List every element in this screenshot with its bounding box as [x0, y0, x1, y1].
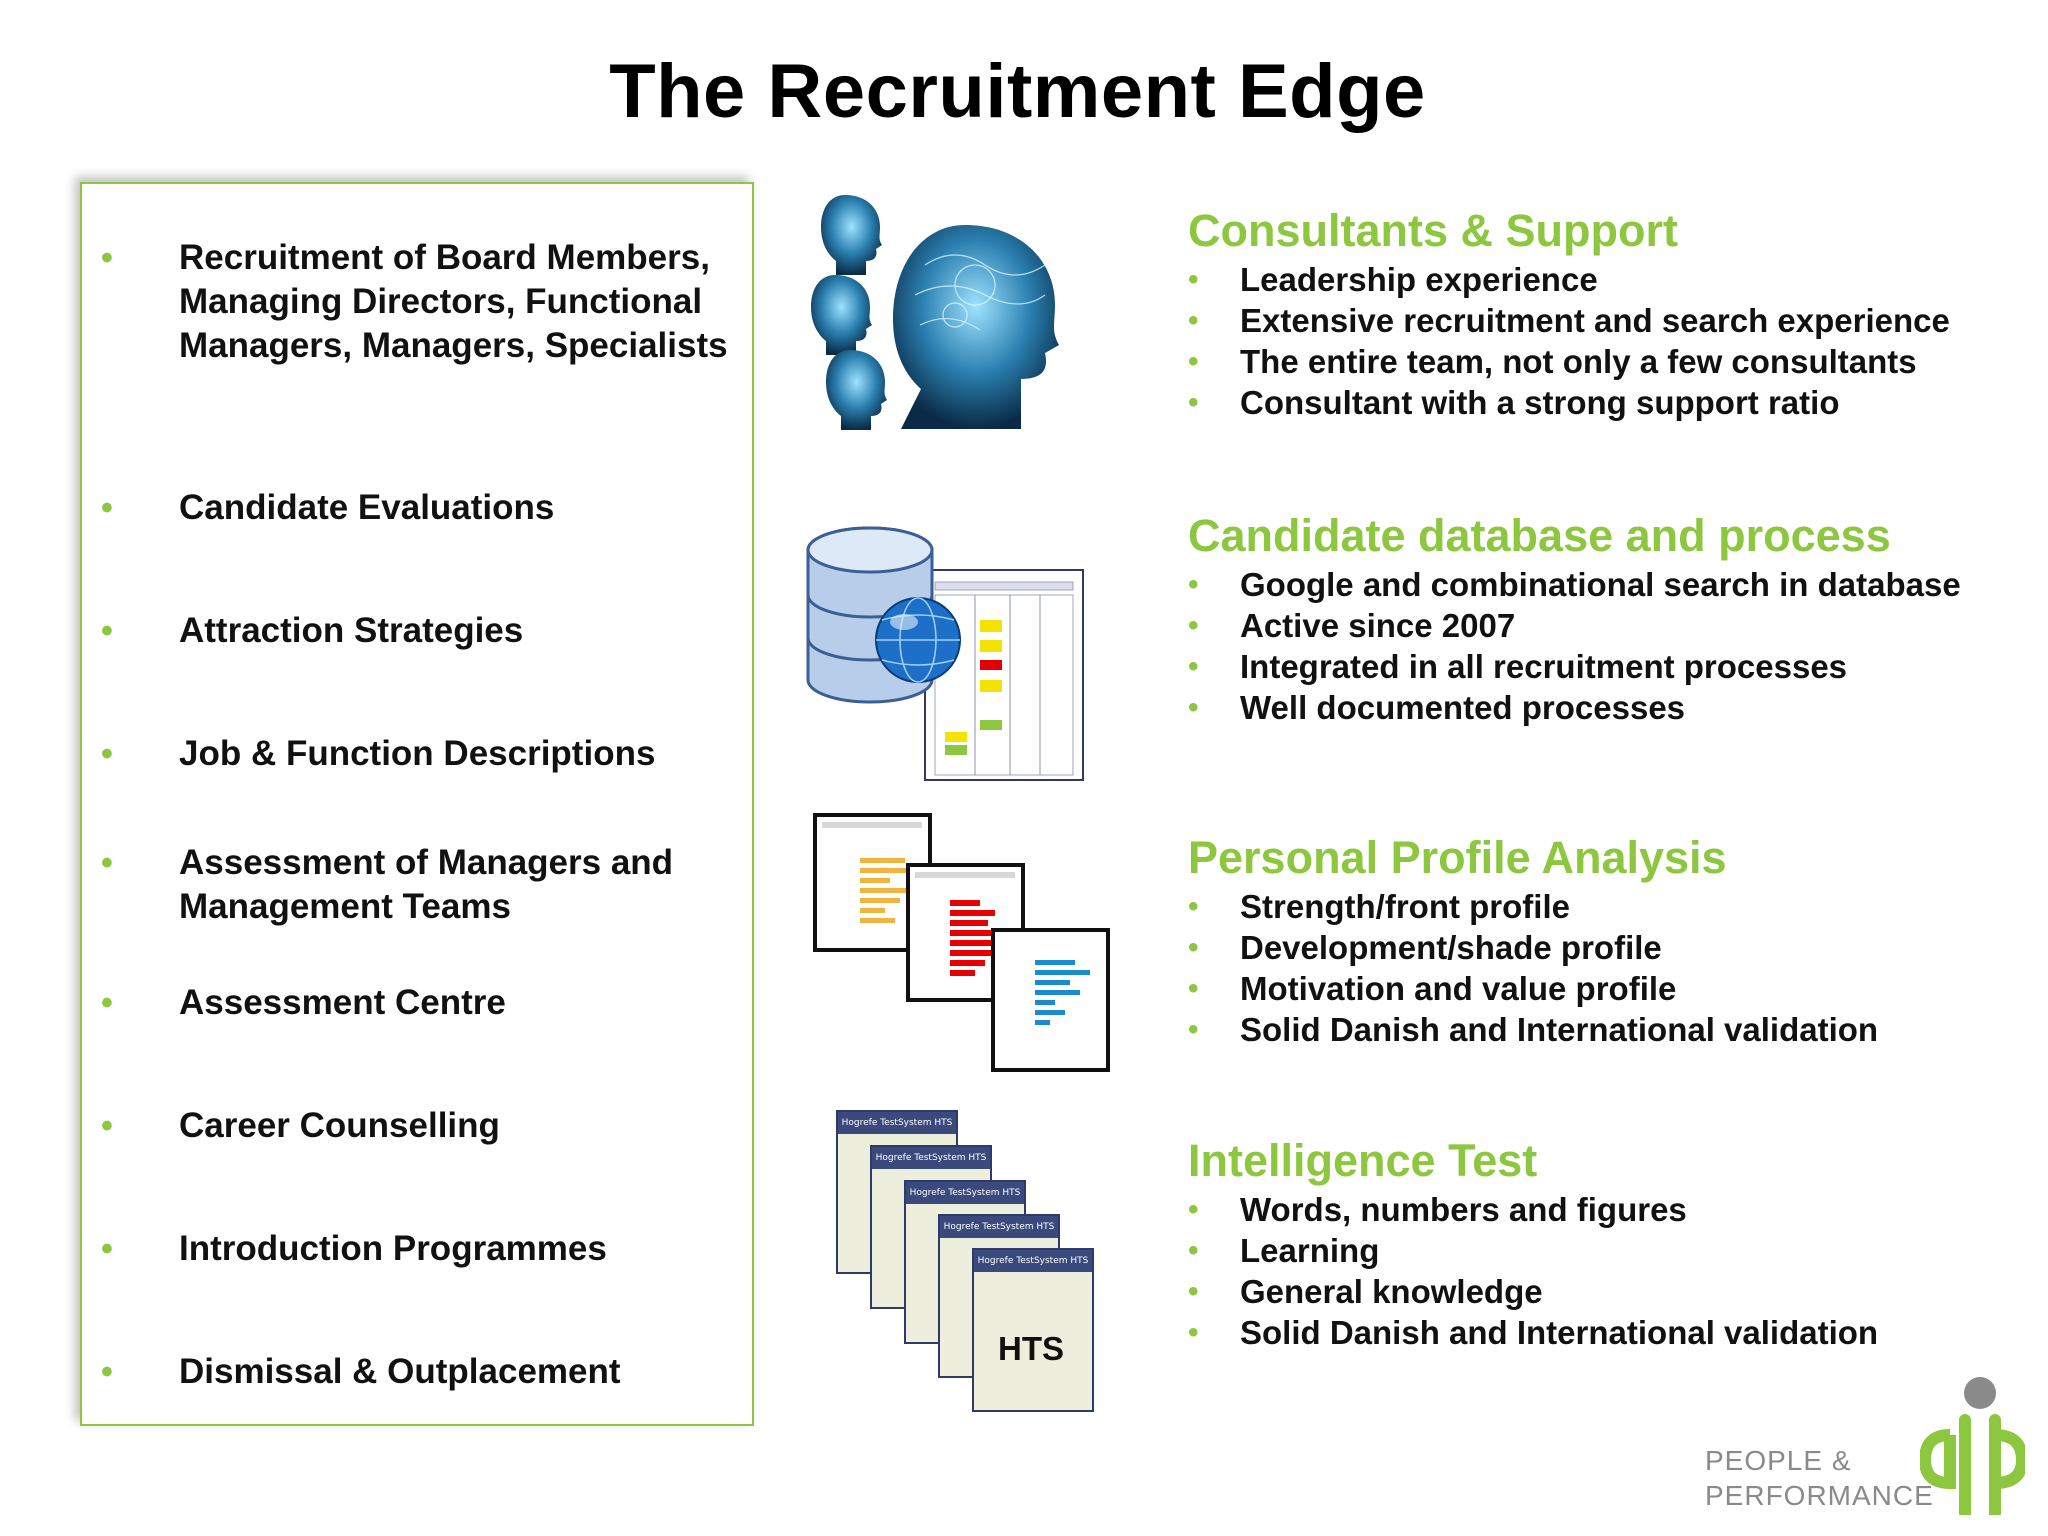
bullet-icon: •: [101, 239, 113, 277]
profile-reports-icon: [810, 810, 1110, 1075]
service-label: Attraction Strategies: [179, 611, 524, 650]
list-item: •Active since 2007: [1188, 607, 1516, 644]
list-item: •Learning: [1188, 1232, 1380, 1269]
list-item: •Extensive recruitment and search experi…: [1188, 302, 1950, 339]
section-heading: Consultants & Support: [1188, 205, 1678, 256]
bullet-icon: •: [1188, 1316, 1199, 1349]
people-performance-logo: PEOPLE & PERFORMANCE: [1705, 1375, 2025, 1515]
hts-booklet-title: Hogrefe TestSystem HTS: [940, 1216, 1058, 1238]
section-personal-profile: Personal Profile Analysis •Strength/fron…: [1188, 832, 2008, 1050]
section-candidate-database: Candidate database and process •Google a…: [1188, 510, 2008, 728]
bullet-icon: •: [1188, 609, 1199, 642]
section-list: •Words, numbers and figures •Learning •G…: [1188, 1189, 2008, 1353]
logo-mark-icon: [1920, 1377, 2025, 1515]
bullet-icon: •: [101, 489, 113, 527]
service-label: Candidate Evaluations: [179, 488, 555, 527]
bullet-icon: •: [101, 1353, 113, 1391]
bullet-icon: •: [1188, 386, 1199, 419]
hts-label: HTS: [998, 1330, 1064, 1367]
section-list: •Strength/front profile •Development/sha…: [1188, 886, 2008, 1050]
list-item: •Solid Danish and International validati…: [1188, 1011, 1879, 1048]
bullet-icon: •: [101, 844, 113, 882]
services-box: • Recruitment of Board Members, Managing…: [80, 182, 754, 1426]
section-heading: Intelligence Test: [1188, 1135, 1538, 1186]
section-list: •Google and combinational search in data…: [1188, 564, 2008, 728]
bullet-icon: •: [1188, 345, 1199, 378]
list-item: •Well documented processes: [1188, 689, 1686, 726]
logo-line2: PERFORMANCE: [1705, 1480, 1934, 1511]
bullet-icon: •: [1188, 263, 1199, 296]
section-list: •Leadership experience •Extensive recrui…: [1188, 259, 2008, 423]
list-item: •Google and combinational search in data…: [1188, 566, 1961, 603]
list-item: •Solid Danish and International validati…: [1188, 1314, 1879, 1351]
service-label: Recruitment of Board Members, Managing D…: [179, 238, 728, 365]
list-item: •Consultant with a strong support ratio: [1188, 384, 1840, 421]
list-item: •The entire team, not only a few consult…: [1188, 343, 1917, 380]
bullet-icon: •: [101, 1230, 113, 1268]
section-heading: Personal Profile Analysis: [1188, 832, 1727, 883]
section-consultants-support: Consultants & Support •Leadership experi…: [1188, 205, 2008, 423]
bullet-icon: •: [1188, 931, 1199, 964]
section-intelligence-test: Intelligence Test •Words, numbers and fi…: [1188, 1135, 2008, 1353]
list-item: •Words, numbers and figures: [1188, 1191, 1687, 1228]
list-item: •Motivation and value profile: [1188, 970, 1677, 1007]
bullet-icon: •: [101, 984, 113, 1022]
hts-test-booklets-icon: Hogrefe TestSystem HTS Hogrefe TestSyste…: [830, 1110, 1100, 1415]
section-heading: Candidate database and process: [1188, 510, 1891, 561]
bullet-icon: •: [101, 1107, 113, 1145]
bullet-icon: •: [1188, 691, 1199, 724]
list-item: •Development/shade profile: [1188, 929, 1662, 966]
bullet-icon: •: [1188, 304, 1199, 337]
hts-booklet-title: Hogrefe TestSystem HTS: [906, 1182, 1024, 1204]
bullet-icon: •: [101, 735, 113, 773]
service-label: Dismissal & Outplacement: [179, 1352, 621, 1391]
bullet-icon: •: [1188, 1193, 1199, 1226]
bullet-icon: •: [1188, 1013, 1199, 1046]
bullet-icon: •: [1188, 1234, 1199, 1267]
logo-line1: PEOPLE &: [1705, 1445, 1852, 1476]
bullet-icon: •: [1188, 972, 1199, 1005]
service-label: Career Counselling: [179, 1106, 500, 1145]
hts-booklet-title: Hogrefe TestSystem HTS: [974, 1250, 1092, 1272]
list-item: •General knowledge: [1188, 1273, 1543, 1310]
list-item: •Strength/front profile: [1188, 888, 1570, 925]
service-label: Introduction Programmes: [179, 1229, 607, 1268]
bullet-icon: •: [1188, 650, 1199, 683]
brain-heads-icon: [805, 185, 1075, 435]
hts-booklet: Hogrefe TestSystem HTS: [972, 1248, 1094, 1412]
service-label: Assessment Centre: [179, 983, 506, 1022]
bullet-icon: •: [1188, 890, 1199, 923]
bullet-icon: •: [1188, 1275, 1199, 1308]
hts-booklet-title: Hogrefe TestSystem HTS: [872, 1147, 990, 1169]
list-item: •Integrated in all recruitment processes: [1188, 648, 1848, 685]
bullet-icon: •: [1188, 568, 1199, 601]
page-title: The Recruitment Edge: [609, 49, 1426, 134]
database-globe-icon: [800, 520, 1090, 785]
bullet-icon: •: [101, 612, 113, 650]
service-label: Job & Function Descriptions: [179, 734, 656, 773]
hts-booklet-title: Hogrefe TestSystem HTS: [838, 1112, 956, 1134]
service-label: Assessment of Managers and Management Te…: [179, 843, 674, 926]
list-item: •Leadership experience: [1188, 261, 1598, 298]
